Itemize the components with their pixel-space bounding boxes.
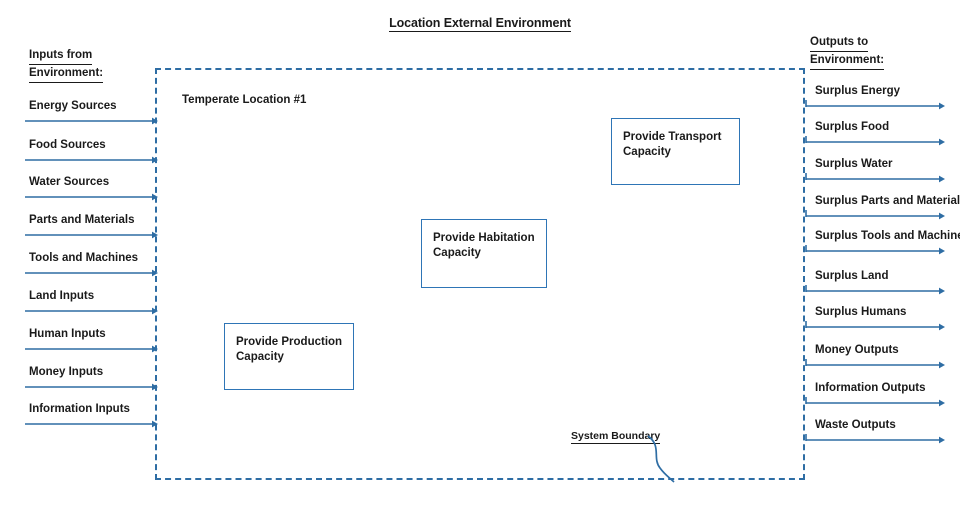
input-flow-label: Parts and Materials (29, 214, 135, 226)
capability-box-production-line2: Capacity (236, 351, 284, 363)
input-flow-arrow (24, 116, 159, 125)
output-flow-arrow (805, 100, 946, 110)
system-boundary-callout-text: System Boundary (571, 430, 661, 444)
inputs-header-line2: Environment: (29, 66, 104, 83)
input-flow-label: Water Sources (29, 176, 110, 188)
output-flow-arrow (805, 359, 946, 369)
output-flow-label: Surplus Humans (815, 306, 907, 318)
output-flow-label: Surplus Land (815, 270, 889, 282)
output-flow-label: Surplus Water (815, 158, 893, 170)
capability-box-habitation-line2: Capacity (433, 247, 481, 259)
output-flow-arrow (805, 285, 946, 295)
page-title: Location External Environment (0, 16, 960, 32)
output-flow-label: Surplus Parts and Materials (815, 195, 960, 207)
inputs-column-header: Inputs from Environment: (29, 48, 104, 84)
input-flow-label: Land Inputs (29, 290, 95, 302)
outputs-header-line1: Outputs to (810, 35, 869, 52)
output-flow-label: Waste Outputs (815, 419, 896, 431)
capability-box-habitation-line1: Provide Habitation (433, 232, 535, 244)
input-flow-label: Money Inputs (29, 366, 104, 378)
input-flow-arrow (24, 306, 159, 315)
input-flow-arrow (24, 382, 159, 391)
output-flow-label: Surplus Energy (815, 85, 900, 97)
outputs-header-line2: Environment: (810, 53, 885, 70)
output-flow-arrow (805, 245, 946, 255)
capability-box-transport-line2: Capacity (623, 146, 671, 158)
input-flow-label: Food Sources (29, 139, 106, 151)
capability-box-transport[interactable]: Provide Transport Capacity (611, 118, 740, 185)
input-flow-label: Energy Sources (29, 100, 117, 112)
input-flow-arrow (24, 155, 159, 164)
input-flow-arrow (24, 230, 159, 239)
input-flow-arrow (24, 344, 159, 353)
output-flow-label: Money Outputs (815, 344, 899, 356)
input-flow-label: Information Inputs (29, 403, 130, 415)
page-title-text: Location External Environment (389, 16, 571, 32)
inputs-header-line1: Inputs from (29, 48, 93, 65)
output-flow-arrow (805, 210, 946, 220)
input-flow-label: Tools and Machines (29, 252, 139, 264)
input-flow-label: Human Inputs (29, 328, 106, 340)
input-flow-arrow (24, 192, 159, 201)
output-flow-arrow (805, 136, 946, 146)
output-flow-label: Surplus Tools and Machines (815, 230, 960, 242)
system-boundary-leader-line (647, 435, 708, 488)
input-flow-arrow (24, 419, 159, 428)
output-flow-label: Information Outputs (815, 382, 926, 394)
capability-box-production[interactable]: Provide Production Capacity (224, 323, 354, 390)
output-flow-arrow (805, 434, 946, 444)
capability-box-transport-line1: Provide Transport (623, 131, 722, 143)
capability-box-production-line1: Provide Production (236, 336, 343, 348)
capability-box-habitation[interactable]: Provide Habitation Capacity (421, 219, 547, 288)
output-flow-arrow (805, 321, 946, 331)
output-flow-label: Surplus Food (815, 121, 890, 133)
location-label: Temperate Location #1 (182, 94, 307, 106)
input-flow-arrow (24, 268, 159, 277)
system-boundary-callout-label: System Boundary (571, 430, 661, 444)
output-flow-arrow (805, 173, 946, 183)
outputs-column-header: Outputs to Environment: (810, 35, 885, 71)
output-flow-arrow (805, 397, 946, 407)
